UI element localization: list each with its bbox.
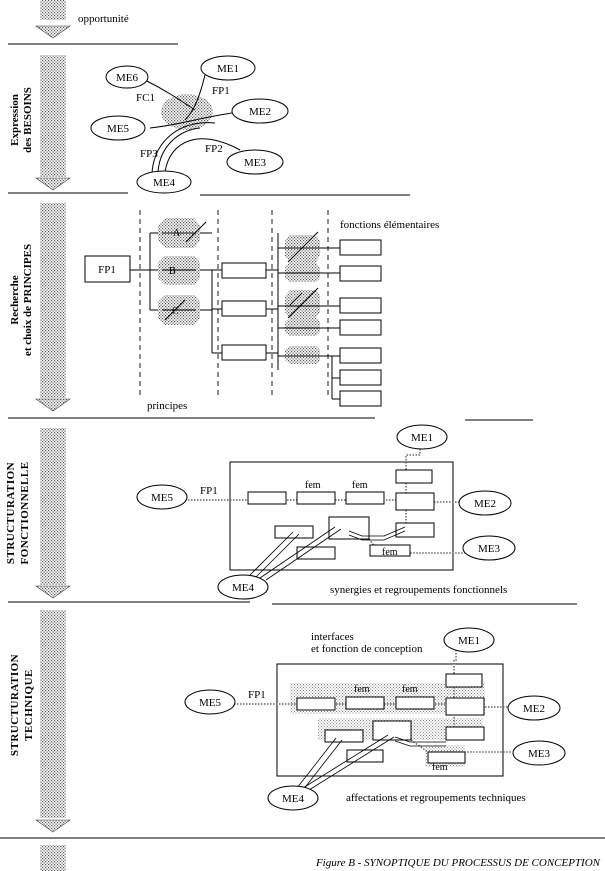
besoins-me1: ME1 <box>217 63 239 75</box>
fonct-me4: ME4 <box>232 582 255 594</box>
besoins-fp1: FP1 <box>212 85 230 97</box>
fonct-fem-2: fem <box>352 480 368 491</box>
besoins-me5: ME5 <box>107 123 130 135</box>
principes-fp1: FP1 <box>98 264 116 276</box>
fonct-me3: ME3 <box>478 543 501 555</box>
fonct-fem-1: fem <box>305 480 321 491</box>
stage-fonctionnelle: ME1 ME2 ME3 ME4 ME5 FP1 fem fem fem syne… <box>136 424 516 600</box>
besoins-fc1: FC1 <box>136 92 155 104</box>
fonct-me1: ME1 <box>411 432 433 444</box>
figure-caption: Figure B - SYNOPTIQUE DU PROCESSUS DE CO… <box>315 857 601 869</box>
besoins-me3: ME3 <box>244 157 267 169</box>
tech-fp1: FP1 <box>248 689 266 701</box>
process-arrow-0 <box>35 25 71 39</box>
principes-top-caption: fonctions élémentaires <box>340 219 439 231</box>
stage-label-2b: et choix de PRINCIPES <box>22 244 34 356</box>
stage-label-4a: STRUCTURATION <box>9 654 21 756</box>
stage-label-1b: des BESOINS <box>22 87 34 153</box>
tech-caption-top-2: et fonction de conception <box>311 643 423 655</box>
process-bar-2 <box>40 203 66 398</box>
stage-label-1a: Expression <box>9 94 21 146</box>
stage-label-3b: FONCTIONNELLE <box>19 461 31 564</box>
principes-choice-c: C <box>172 306 179 317</box>
tech-caption: affectations et regroupements techniques <box>346 792 526 804</box>
fonct-me2: ME2 <box>474 498 496 510</box>
fonct-fem-3: fem <box>382 547 398 558</box>
principes-choice-a: A <box>173 228 181 239</box>
fonct-caption: synergies et regroupements fonctionnels <box>330 584 507 596</box>
fonct-me5: ME5 <box>151 492 174 504</box>
stage-label-2a: Recherche <box>9 275 21 324</box>
stage-label-4b: TECHNIQUE <box>23 669 35 741</box>
tech-caption-top-1: interfaces <box>311 631 354 643</box>
process-arrow-1 <box>35 177 71 191</box>
tech-me4: ME4 <box>282 793 305 805</box>
process-bar-3 <box>40 428 66 585</box>
stage-besoins: ME6 ME1 ME2 ME5 ME3 ME4 FC1 FP1 FP2 FP3 <box>90 55 289 194</box>
tech-fem-3: fem <box>432 762 448 773</box>
tech-me1: ME1 <box>458 635 480 647</box>
stage-technique: ME1 ME2 ME3 ME4 ME5 FP1 fem fem fem inte… <box>184 627 566 811</box>
besoins-me6: ME6 <box>116 72 139 84</box>
stage-principes: FP1 <box>84 210 439 412</box>
process-arrow-3 <box>35 585 71 599</box>
tech-me2: ME2 <box>523 703 545 715</box>
besoins-core <box>161 94 213 130</box>
top-label: opportunité <box>78 13 129 25</box>
stage-label-3a: STRUCTURATION <box>5 462 17 564</box>
besoins-fp3: FP3 <box>140 148 158 160</box>
process-bar-0 <box>40 0 66 20</box>
tech-fem-2: fem <box>402 684 418 695</box>
process-bar-1 <box>40 55 66 177</box>
process-bar-5 <box>40 845 66 871</box>
stage-separators <box>0 43 605 839</box>
principes-choice-b: B <box>169 266 176 277</box>
tech-me5: ME5 <box>199 697 222 709</box>
fonct-fp1: FP1 <box>200 485 218 497</box>
process-arrow-4 <box>35 819 71 833</box>
besoins-me2: ME2 <box>249 106 271 118</box>
besoins-fp2: FP2 <box>205 143 223 155</box>
process-column <box>35 0 71 871</box>
process-bar-4 <box>40 610 66 818</box>
process-arrow-2 <box>35 398 71 412</box>
besoins-me4: ME4 <box>153 177 176 189</box>
tech-fem-1: fem <box>354 684 370 695</box>
principes-bottom-caption: principes <box>147 400 187 412</box>
tech-me3: ME3 <box>528 748 551 760</box>
